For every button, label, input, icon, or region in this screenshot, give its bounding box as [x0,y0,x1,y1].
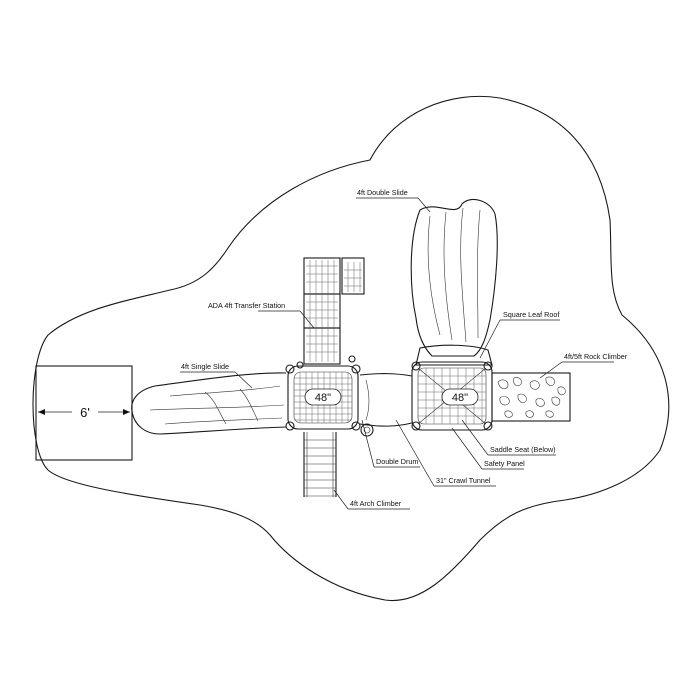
label-square-leaf-roof: Square Leaf Roof [503,310,559,319]
arch-climber [303,432,337,497]
crawl-tunnel [359,373,413,427]
right-deck-size: 48" [452,392,468,404]
safety-zone-outline [32,95,670,602]
double-drum [360,423,374,437]
label-arch-climber: 4ft Arch Climber [350,499,402,508]
label-double-slide: 4ft Double Slide [357,188,408,197]
left-deck-size: 48" [315,392,331,404]
label-double-drum: Double Drum [376,457,418,466]
single-slide [131,372,287,435]
dimension-box: 6' [35,365,133,461]
label-saddle-seat: Saddle Seat (Below) [490,445,556,454]
label-crawl-tunnel: 31" Crawl Tunnel [436,476,491,485]
rock-climber [491,372,571,422]
left-deck: 48" [285,364,361,431]
leader-lines [180,197,614,510]
label-single-slide: 4ft Single Slide [181,362,229,371]
transfer-station [296,257,365,369]
label-transfer-station: ADA 4ft Transfer Station [208,301,285,310]
right-deck: 48" [411,344,493,431]
dimension-label: 6' [80,405,90,420]
label-safety-panel: Safety Panel [484,459,525,468]
label-rock-climber: 4ft/5ft Rock Climber [564,352,628,361]
double-slide [410,198,498,357]
